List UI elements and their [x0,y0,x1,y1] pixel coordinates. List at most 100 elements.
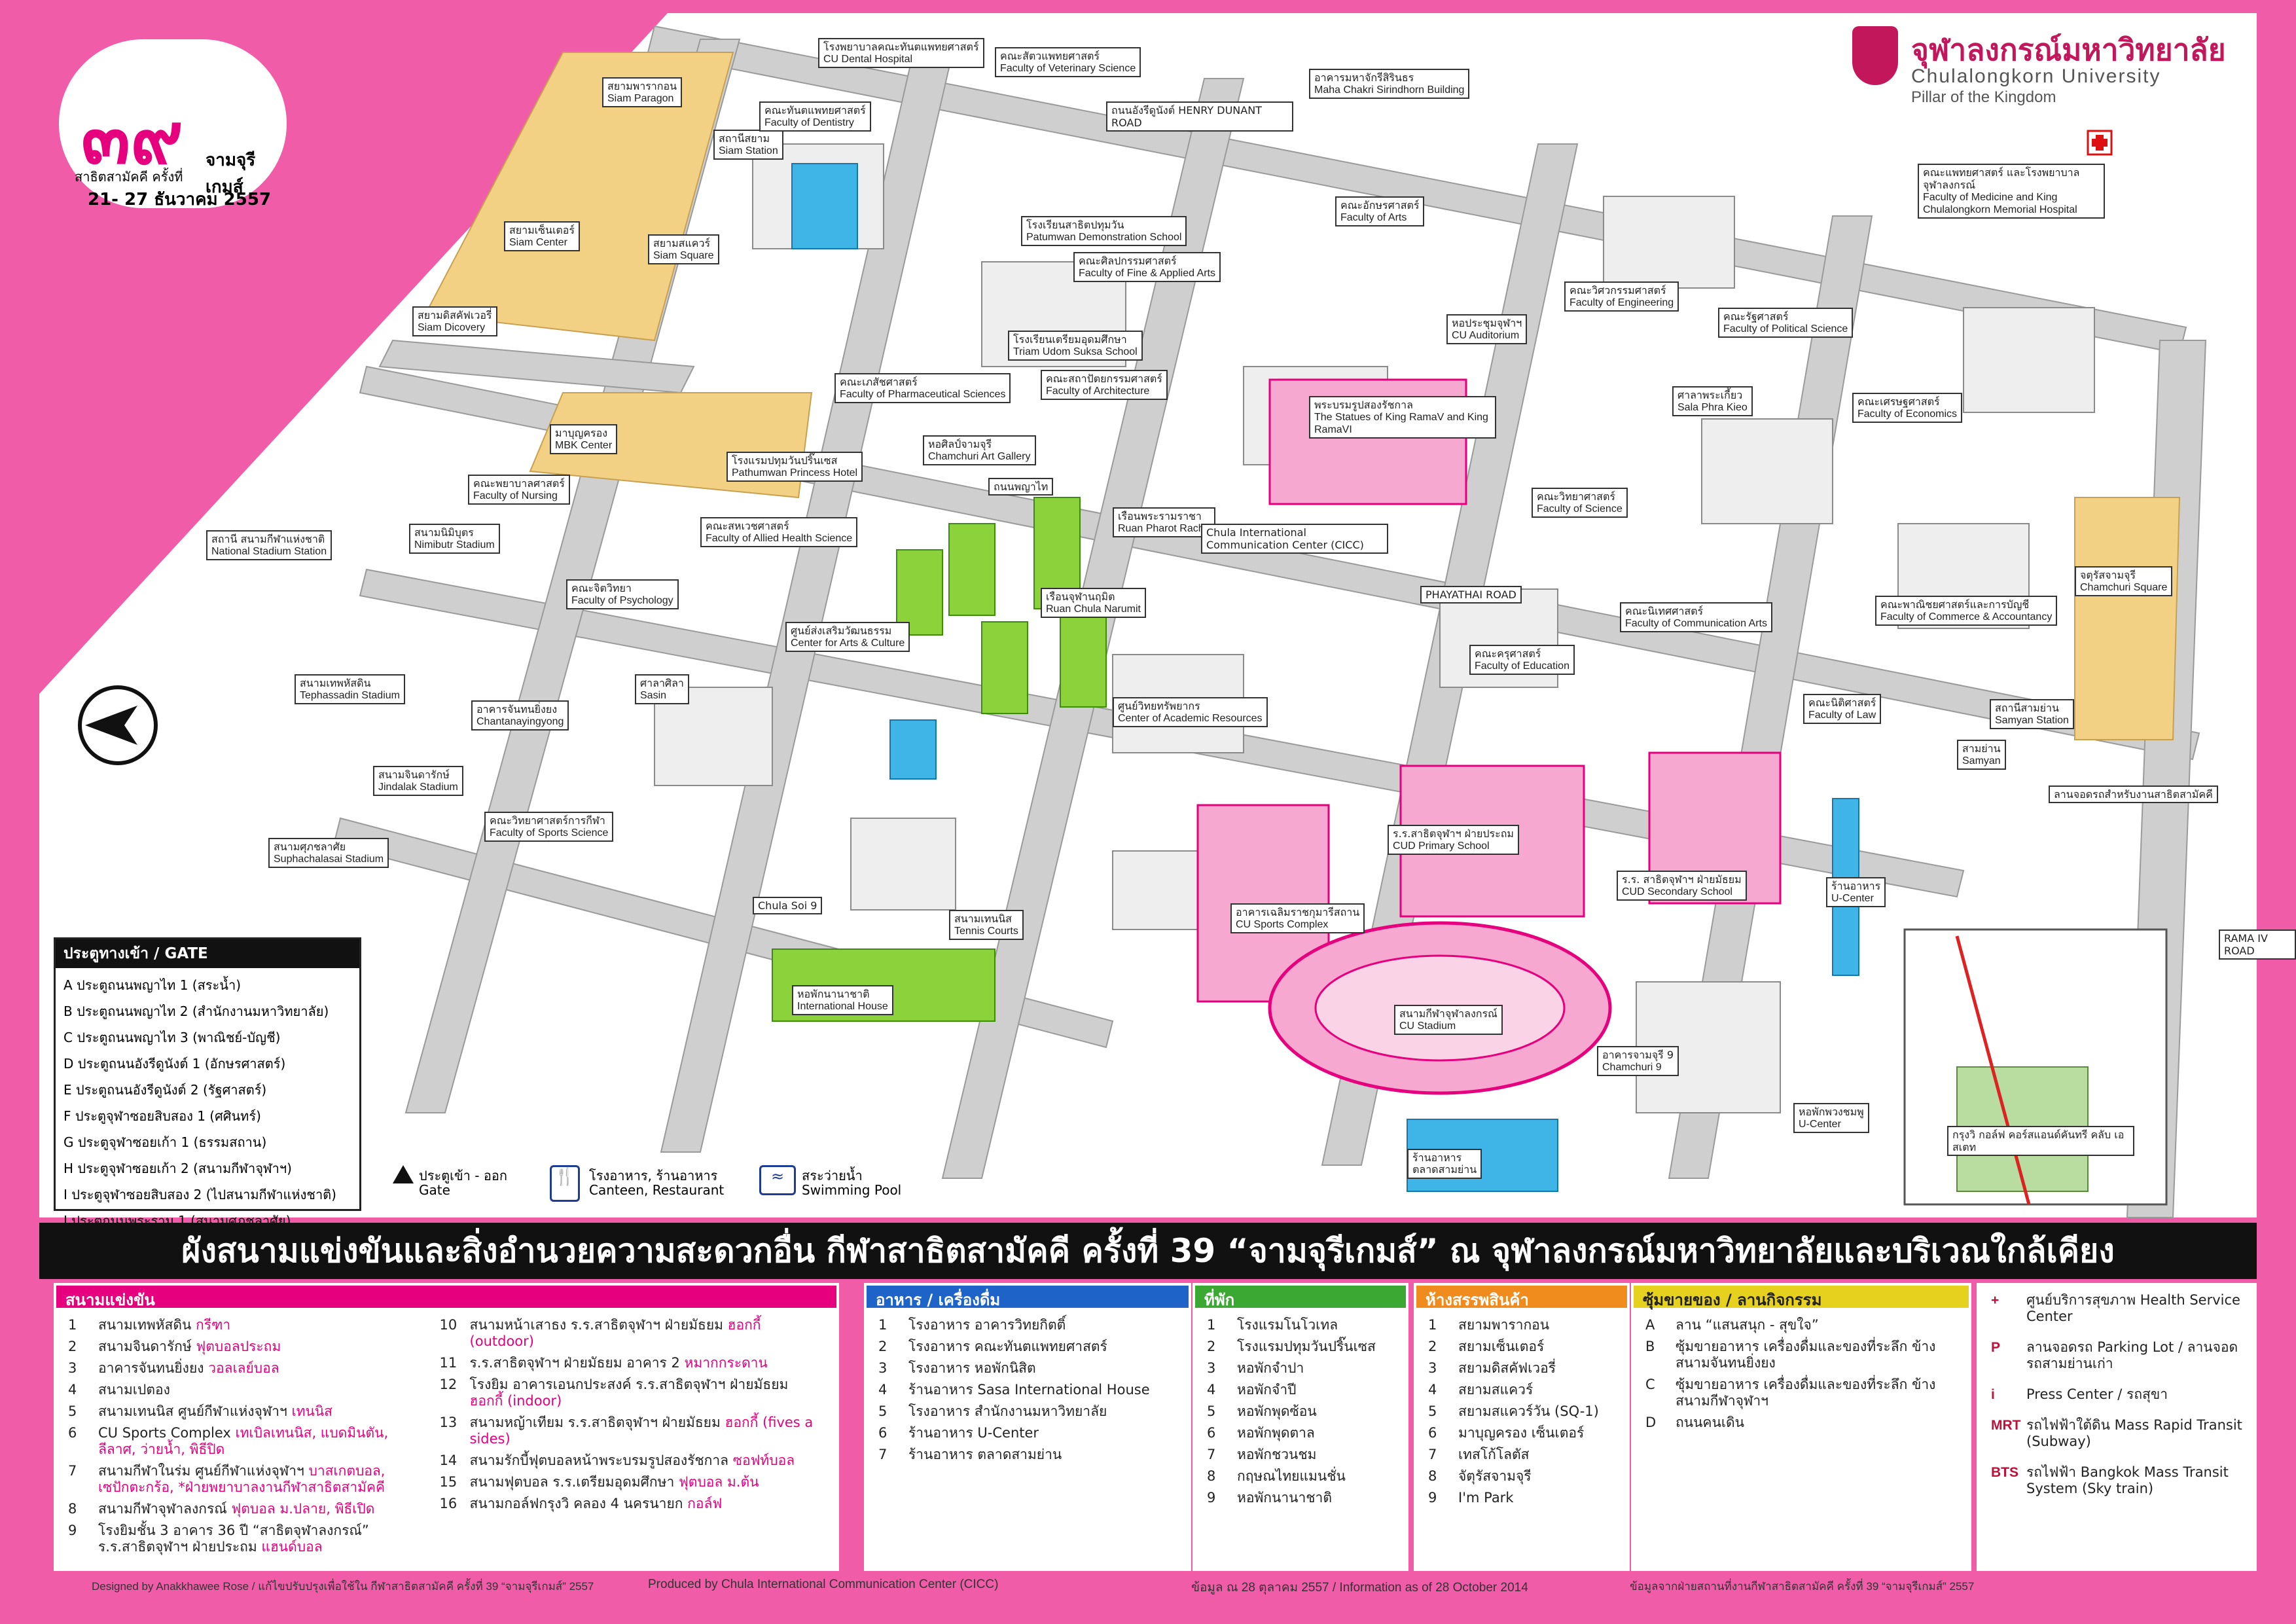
map-label[interactable]: คณะศิลปกรรมศาสตร์Faculty of Fine & Appli… [1073,252,1221,282]
map-label[interactable]: คณะสัตวแพทยศาสตร์Faculty of Veterinary S… [995,47,1141,77]
map-label-en: Suphachalasai Stadium [274,854,384,865]
map-label[interactable]: สยามสแควร์Siam Square [648,234,719,264]
map-label[interactable]: สยามเซ็นเตอร์Siam Center [504,221,580,251]
map-label[interactable]: จตุรัสจามจุรีChamchuri Square [2075,566,2173,596]
university-crest-icon [1852,26,1898,85]
list-item-number: 7 [1207,1447,1216,1462]
map-label[interactable]: คณะแพทยศาสตร์ และโรงพยาบาลจุฬาลงกรณ์Facu… [1918,164,2105,219]
map-label-th: สนามเทนนิส [954,912,1012,925]
map-label-th: หอศิลป์จามจุรี [928,438,992,450]
map-label[interactable]: สถานี สนามกีฬาแห่งชาติNational Stadium S… [206,530,332,560]
map-label[interactable]: Chula International Communication Center… [1201,524,1388,554]
map-label[interactable]: คณะเศรษฐศาสตร์Faculty of Economics [1852,393,1963,423]
list-item-label: สนามฟุตบอล ร.ร.เตรียมอุดมศึกษา [469,1474,679,1490]
map-label[interactable]: หอศิลป์จามจุรีChamchuri Art Gallery [923,435,1036,465]
service-label: รถไฟฟ้า Bangkok Mass Transit System (Sky… [2026,1464,2229,1496]
map-label[interactable]: โรงพยาบาลคณะทันตแพทยศาสตร์CU Dental Hosp… [818,38,984,68]
map-label[interactable]: คณะเภสัชศาสตร์Faculty of Pharmaceutical … [834,373,1011,403]
legend-gate-th: ประตูเข้า - ออก [419,1168,507,1183]
map-label[interactable]: ร้านอาหารตลาดสามย่าน [1407,1149,1482,1179]
map-label[interactable]: สยามดิสคัฟเวอรี่Siam Dicovery [412,306,497,336]
map-label-th: ร.ร.สาธิตจุฬาฯ ฝ่ายประถม [1393,827,1514,840]
map-label[interactable]: คณะทันตแพทยศาสตร์Faculty of Dentistry [759,101,871,132]
map-label[interactable]: หอพักนานาชาติInternational House [792,985,893,1015]
map-label[interactable]: กรุงวิ กอล์ฟ คอร์สแอนด์คันทรี คลับ เอสเต… [1947,1126,2134,1156]
map-label[interactable]: คณะวิศวกรรมศาสตร์Faculty of Engineering [1564,281,1679,312]
list-item-text: สนามกอล์ฟกรุงวิ คลอง 4 นครนายก กอล์ฟ [470,1496,723,1512]
map-label[interactable]: คณะอักษรศาสตร์Faculty of Arts [1335,196,1425,226]
map-label[interactable]: คณะนิติศาสตร์Faculty of Law [1803,694,1882,724]
list-item-label: กฤษณไทยแมนชั่น [1237,1468,1346,1484]
map-label[interactable]: คณะรัฐศาสตร์Faculty of Political Science [1718,308,1854,338]
list-item-sport: ฟุตบอล ม.ต้น [678,1474,759,1490]
map-label[interactable]: คณะพาณิชยศาสตร์และการบัญชีFaculty of Com… [1875,596,2058,626]
list-item-number: 1 [68,1317,77,1333]
map-label[interactable]: คณะสถาปัตยกรรมศาสตร์Faculty of Architect… [1041,370,1168,400]
map-label[interactable]: คณะวิทยาศาสตร์Faculty of Science [1532,488,1628,518]
map-label[interactable]: ถนนพญาไท [988,478,1054,496]
map-label-th: โรงเรียนสาธิตปทุมวัน [1026,219,1124,231]
university-motto: Pillar of the Kingdom [1911,88,2056,106]
map-label[interactable]: Chula Soi 9 [753,897,823,914]
map-label-en: Maha Chakri Sirindhorn Building [1314,84,1465,96]
map-label[interactable]: หอพักพวงชมพูU-Center [1793,1103,1869,1133]
swimming-pool-icon: ≈ [759,1165,796,1195]
map-label-th: ลานจอดรถสำหรับงานสาธิตสามัคคี [2054,788,2213,801]
gate-legend-title: ประตูทางเข้า / GATE [56,939,359,968]
map-label[interactable]: RAMA IV ROAD [2219,929,2296,960]
map-label[interactable]: ถนนอังรีดูนังต์ HENRY DUNANT ROAD [1106,101,1293,132]
map-label[interactable]: คณะนิเทศศาสตร์Faculty of Communication A… [1620,602,1772,632]
list-item-text: มาบุญครอง เซ็นเตอร์ [1458,1425,1584,1441]
list-item-sport: ฮอกกี้ (indoor) [469,1393,562,1409]
list-item-label: สนามกีฬาในร่ม ศูนย์กีฬาแห่งจุฬาฯ [98,1463,309,1479]
map-label[interactable]: สนามกีฬาจุฬาลงกรณ์CU Stadium [1394,1005,1503,1035]
map-label[interactable]: คณะพยาบาลศาสตร์Faculty of Nursing [468,475,570,505]
map-label[interactable]: สนามจินดารักษ์Jindalak Stadium [373,766,463,796]
map-label[interactable]: คณะครุศาสตร์Faculty of Education [1469,645,1575,675]
list-item-sport: ฟุตบอลประถม [196,1339,281,1354]
map-label[interactable]: ลานจอดรถสำหรับงานสาธิตสามัคคี [2049,785,2218,803]
map-label-en: Siam Square [653,250,714,261]
map-label-th: ศาลาพระเกี้ยว [1677,389,1743,401]
list-item-sport: วอลเลย์บอล [208,1360,279,1376]
service-label: ลานจอดรถ Parking Lot / ลานจอดรถสามย่านเก… [2026,1339,2238,1371]
health-center-icon [2087,130,2113,156]
games-logo-number: ๓๙ [81,96,183,180]
map-label[interactable]: PHAYATHAI ROAD [1420,586,1522,604]
list-item-number: 1 [878,1317,888,1333]
list-item-sport: กอล์ฟ [687,1496,723,1511]
map-label[interactable]: คณะสหเวชศาสตร์Faculty of Allied Health S… [700,517,858,547]
